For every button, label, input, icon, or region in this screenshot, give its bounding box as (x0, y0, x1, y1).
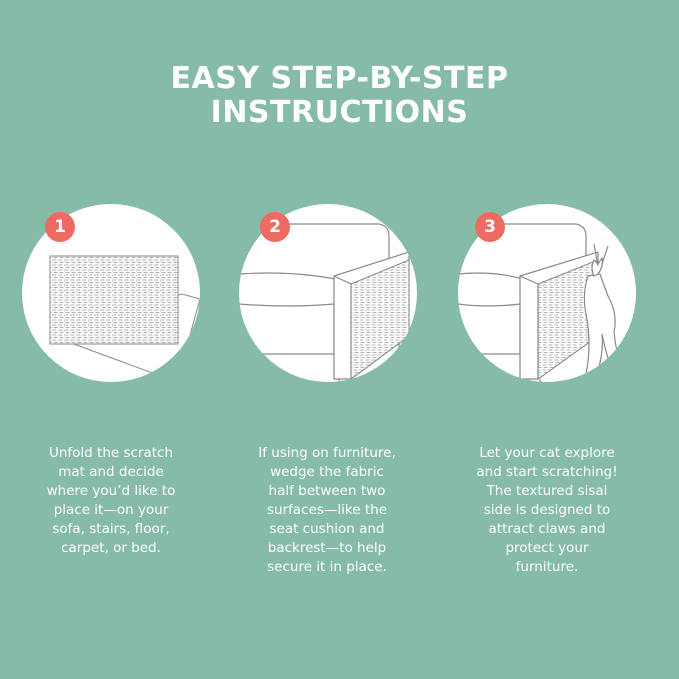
page-title-line-1: EASY STEP-BY-STEP (170, 61, 509, 96)
step-2-illustration-circle (239, 204, 417, 382)
step-1-text-line: where you’d like to (46, 483, 176, 499)
step-1-description: Unfold the scratch mat and decide where … (16, 444, 206, 558)
step-2-badge: 2 (260, 212, 290, 242)
step-1-text-line: Unfold the scratch (48, 445, 174, 461)
step-1-illustration-circle (22, 204, 200, 382)
step-3-text-line: attract claws and (488, 521, 606, 537)
step-1-badge: 1 (45, 212, 75, 242)
step-2-text-line: wedge the fabric (270, 464, 384, 480)
step-3-text-line: side is designed to (483, 502, 611, 518)
step-1-text-line: sofa, stairs, floor, (52, 521, 170, 537)
step-3-text-line: furniture. (515, 559, 579, 575)
step-3-description: Let your cat explore and start scratchin… (452, 444, 642, 577)
step-2-text-line: secure it in place. (267, 559, 387, 575)
cat-icon (583, 243, 635, 377)
step-1-text-line: mat and decide (58, 464, 164, 480)
step-2-description: If using on furniture, wedge the fabric … (232, 444, 422, 577)
cat-scratching-illustration (458, 223, 635, 382)
step-2-text-line: half between two (268, 483, 386, 499)
step-1-text-line: carpet, or bed. (61, 540, 161, 556)
step-2-text-line: seat cushion and (269, 521, 385, 537)
step-2-text-line: backrest—to help (267, 540, 387, 556)
page-title-line-2: INSTRUCTIONS (210, 95, 469, 130)
scratch-mat-illustration (49, 255, 200, 382)
step-3-badge: 3 (475, 212, 505, 242)
step-3-text-line: The textured sisal (486, 483, 608, 499)
sofa-armrest-illustration (239, 223, 410, 382)
step-3-text-line: and start scratching! (476, 464, 618, 480)
step-3-text-line: Let your cat explore (479, 445, 615, 461)
step-3-text-line: protect your (505, 540, 589, 556)
step-2-text-line: If using on furniture, (258, 445, 396, 461)
step-2-text-line: surfaces—like the (266, 502, 388, 518)
step-1-text-line: place it—on your (53, 502, 169, 518)
